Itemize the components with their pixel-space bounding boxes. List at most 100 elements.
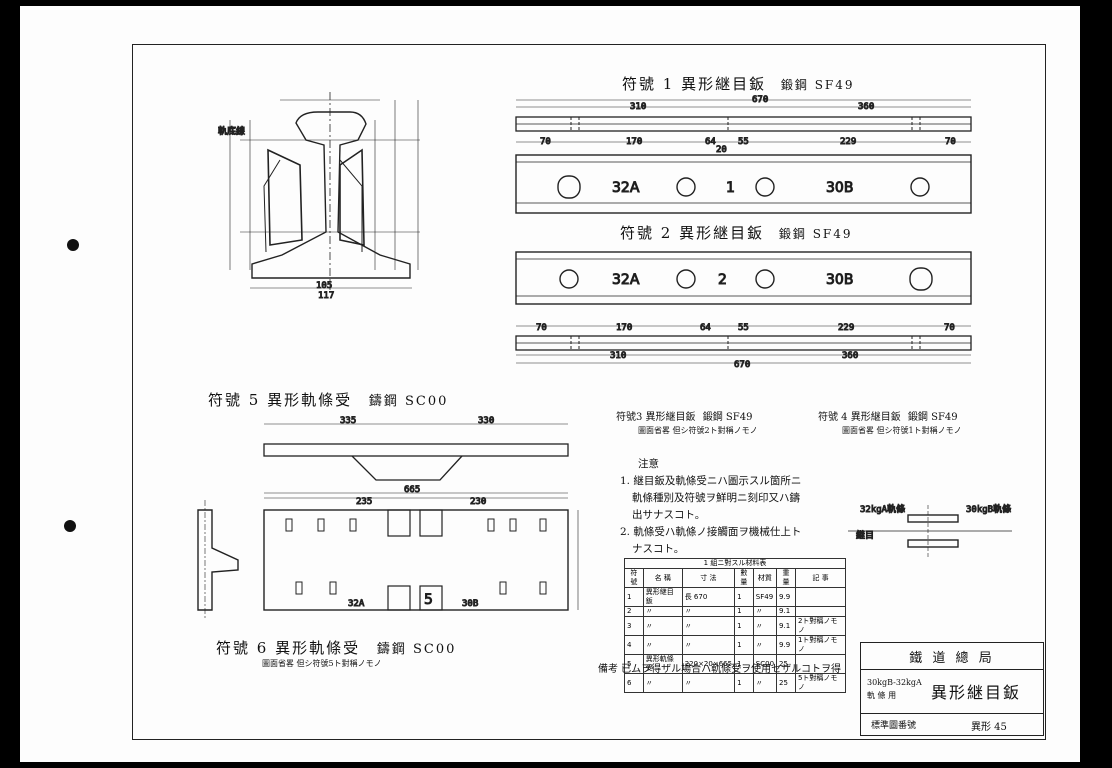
- col-header: 數量: [734, 568, 754, 588]
- part1-top-view: [515, 99, 972, 143]
- materials-table-caption: 1 組ニ對スル材料表: [624, 558, 846, 569]
- materials-table-header: 符號 名 稱 寸 法 數量 材質 重量 記 事: [624, 568, 847, 588]
- dim-center: 20: [716, 145, 727, 155]
- cell: 〃: [752, 635, 778, 655]
- dim-plate-left-b: 310: [610, 351, 626, 361]
- title-block-usage: 軌 條 用: [867, 691, 897, 700]
- cell: 〃: [681, 635, 736, 655]
- dim-plate-left: 310: [630, 102, 646, 112]
- dim-base-l2: 235: [356, 497, 372, 507]
- dim-base-r2: 230: [470, 497, 486, 507]
- dim-plate-total: 670: [752, 95, 768, 105]
- dim-bottom-width-2: 117: [318, 291, 334, 301]
- title-block-number: 異形 45: [971, 722, 1007, 733]
- cell: 1: [734, 606, 754, 617]
- part5-name: 符號 5 異形軌條受: [208, 391, 353, 409]
- dim-seg-3: 55: [738, 137, 749, 147]
- part2-top-view: [515, 325, 972, 364]
- cell: 3: [624, 616, 644, 636]
- cell: 〃: [752, 616, 778, 636]
- dim-seg-4: 229: [840, 137, 856, 147]
- sketch-right-label: 30kgB軌條: [966, 503, 1011, 515]
- dim-bottom-width: 105: [316, 281, 332, 291]
- punch-hole-top: [67, 239, 79, 251]
- rail-base-line-label: 軌底線: [218, 125, 245, 137]
- cell: 〃: [642, 673, 683, 693]
- cell: 〃: [752, 673, 778, 693]
- part4-name: 符號 4 異形継目鈑: [818, 412, 901, 423]
- notes-line-1: 1. 継目鈑及軌條受ニハ圖示スル箇所ニ: [620, 475, 802, 487]
- title-block-name: 異形継目鈑: [931, 683, 1022, 702]
- mark-2-p2: 2: [718, 272, 727, 288]
- mark-30b-p5: 30B: [462, 599, 478, 609]
- dim-seg-0-b: 70: [536, 323, 547, 333]
- cell: 9.9: [776, 587, 796, 607]
- notes-line-3: 出サナスコト。: [632, 509, 706, 521]
- cell: 2ト對稱ノモノ: [794, 616, 847, 636]
- cell: 9.9: [776, 635, 796, 655]
- cell: 5ト對稱ノモノ: [794, 673, 847, 693]
- part5-title: 符號 5 異形軌條受 鑄鋼 SC00: [208, 389, 448, 410]
- sketch-mid-label: 継目: [856, 529, 874, 541]
- cell: 〃: [681, 673, 736, 693]
- col-header: 名 稱: [642, 568, 683, 588]
- part3-note: 圖面省畧 但シ符號2ト對稱ノモノ: [638, 426, 758, 435]
- cell: 長 670: [681, 587, 736, 607]
- part5-plan-view: [263, 497, 579, 611]
- cell: 〃: [642, 635, 683, 655]
- cell: 6: [624, 673, 644, 693]
- part2-material: 鍛鋼 SF49: [778, 227, 853, 241]
- dim-plate-right: 360: [858, 102, 874, 112]
- cell: 2: [624, 606, 644, 617]
- part4-note: 圖面省畧 但シ符號1ト對稱ノモノ: [842, 426, 962, 435]
- dim-seg-5: 70: [945, 137, 956, 147]
- part6-material: 鑄鋼 SC00: [376, 642, 457, 657]
- mark-32a-p5: 32A: [348, 599, 365, 609]
- table-row: 2〃〃1〃9.1: [624, 606, 847, 617]
- cell: 9.1: [776, 616, 796, 636]
- part6-title: 符號 6 異形軌條受 鑄鋼 SC00: [216, 637, 456, 658]
- part1-title: 符號 1 異形継目鈑 鍛鋼 SF49: [622, 73, 855, 94]
- mark-5-p5: 5: [424, 592, 433, 608]
- cell: 〃: [681, 616, 736, 636]
- part5-end-section: [197, 500, 239, 620]
- title-block-org: 鐵 道 總 局: [909, 651, 995, 666]
- mark-32a-p1: 32A: [612, 180, 640, 196]
- dim-base-r: 330: [478, 416, 494, 426]
- drawing-border: [132, 44, 1046, 740]
- dim-seg-3-b: 55: [738, 323, 749, 333]
- mark-30b-p1: 30B: [826, 180, 853, 196]
- part6-name: 符號 6 異形軌條受: [216, 639, 361, 657]
- remark: 備考 已ムヲ得ザル場合ハ軌條受ヲ使用セザルコトヲ得: [598, 664, 841, 675]
- rail-cross-section: [229, 92, 420, 290]
- cell: 1: [734, 635, 754, 655]
- cell: 1: [734, 616, 754, 636]
- part3-title: 符號3 異形継目鈑 鍛鋼 SF49: [616, 408, 752, 423]
- dim-base-total: 665: [404, 485, 420, 495]
- mark-1-p1: 1: [726, 180, 735, 196]
- dim-base-l: 335: [340, 416, 356, 426]
- cell: 25: [776, 673, 796, 693]
- dim-seg-0: 70: [540, 137, 551, 147]
- dim-plate-right-b: 360: [842, 351, 858, 361]
- notes-block: 注意 1. 継目鈑及軌條受ニハ圖示スル箇所ニ 軌條種別及符號ヲ鮮明ニ刻印又ハ鑄 …: [620, 456, 801, 558]
- dim-seg-1-b: 170: [616, 323, 632, 333]
- mark-32a-p2: 32A: [612, 272, 640, 288]
- part4-title: 符號 4 異形継目鈑 鍛鋼 SF49: [818, 408, 958, 423]
- cell: 異形継目鈑: [642, 587, 683, 607]
- cell: SF49: [752, 587, 778, 607]
- col-header: 記 事: [794, 568, 847, 588]
- part5-top-view: [263, 423, 569, 494]
- cell: SC00: [752, 654, 778, 674]
- mark-30b-p2: 30B: [826, 272, 853, 288]
- col-header: 材質: [752, 568, 778, 588]
- notes-line-5: ナスコト。: [632, 543, 685, 555]
- part1-side-view: [515, 154, 972, 214]
- cell: [794, 606, 847, 617]
- col-header: 符號: [624, 568, 644, 588]
